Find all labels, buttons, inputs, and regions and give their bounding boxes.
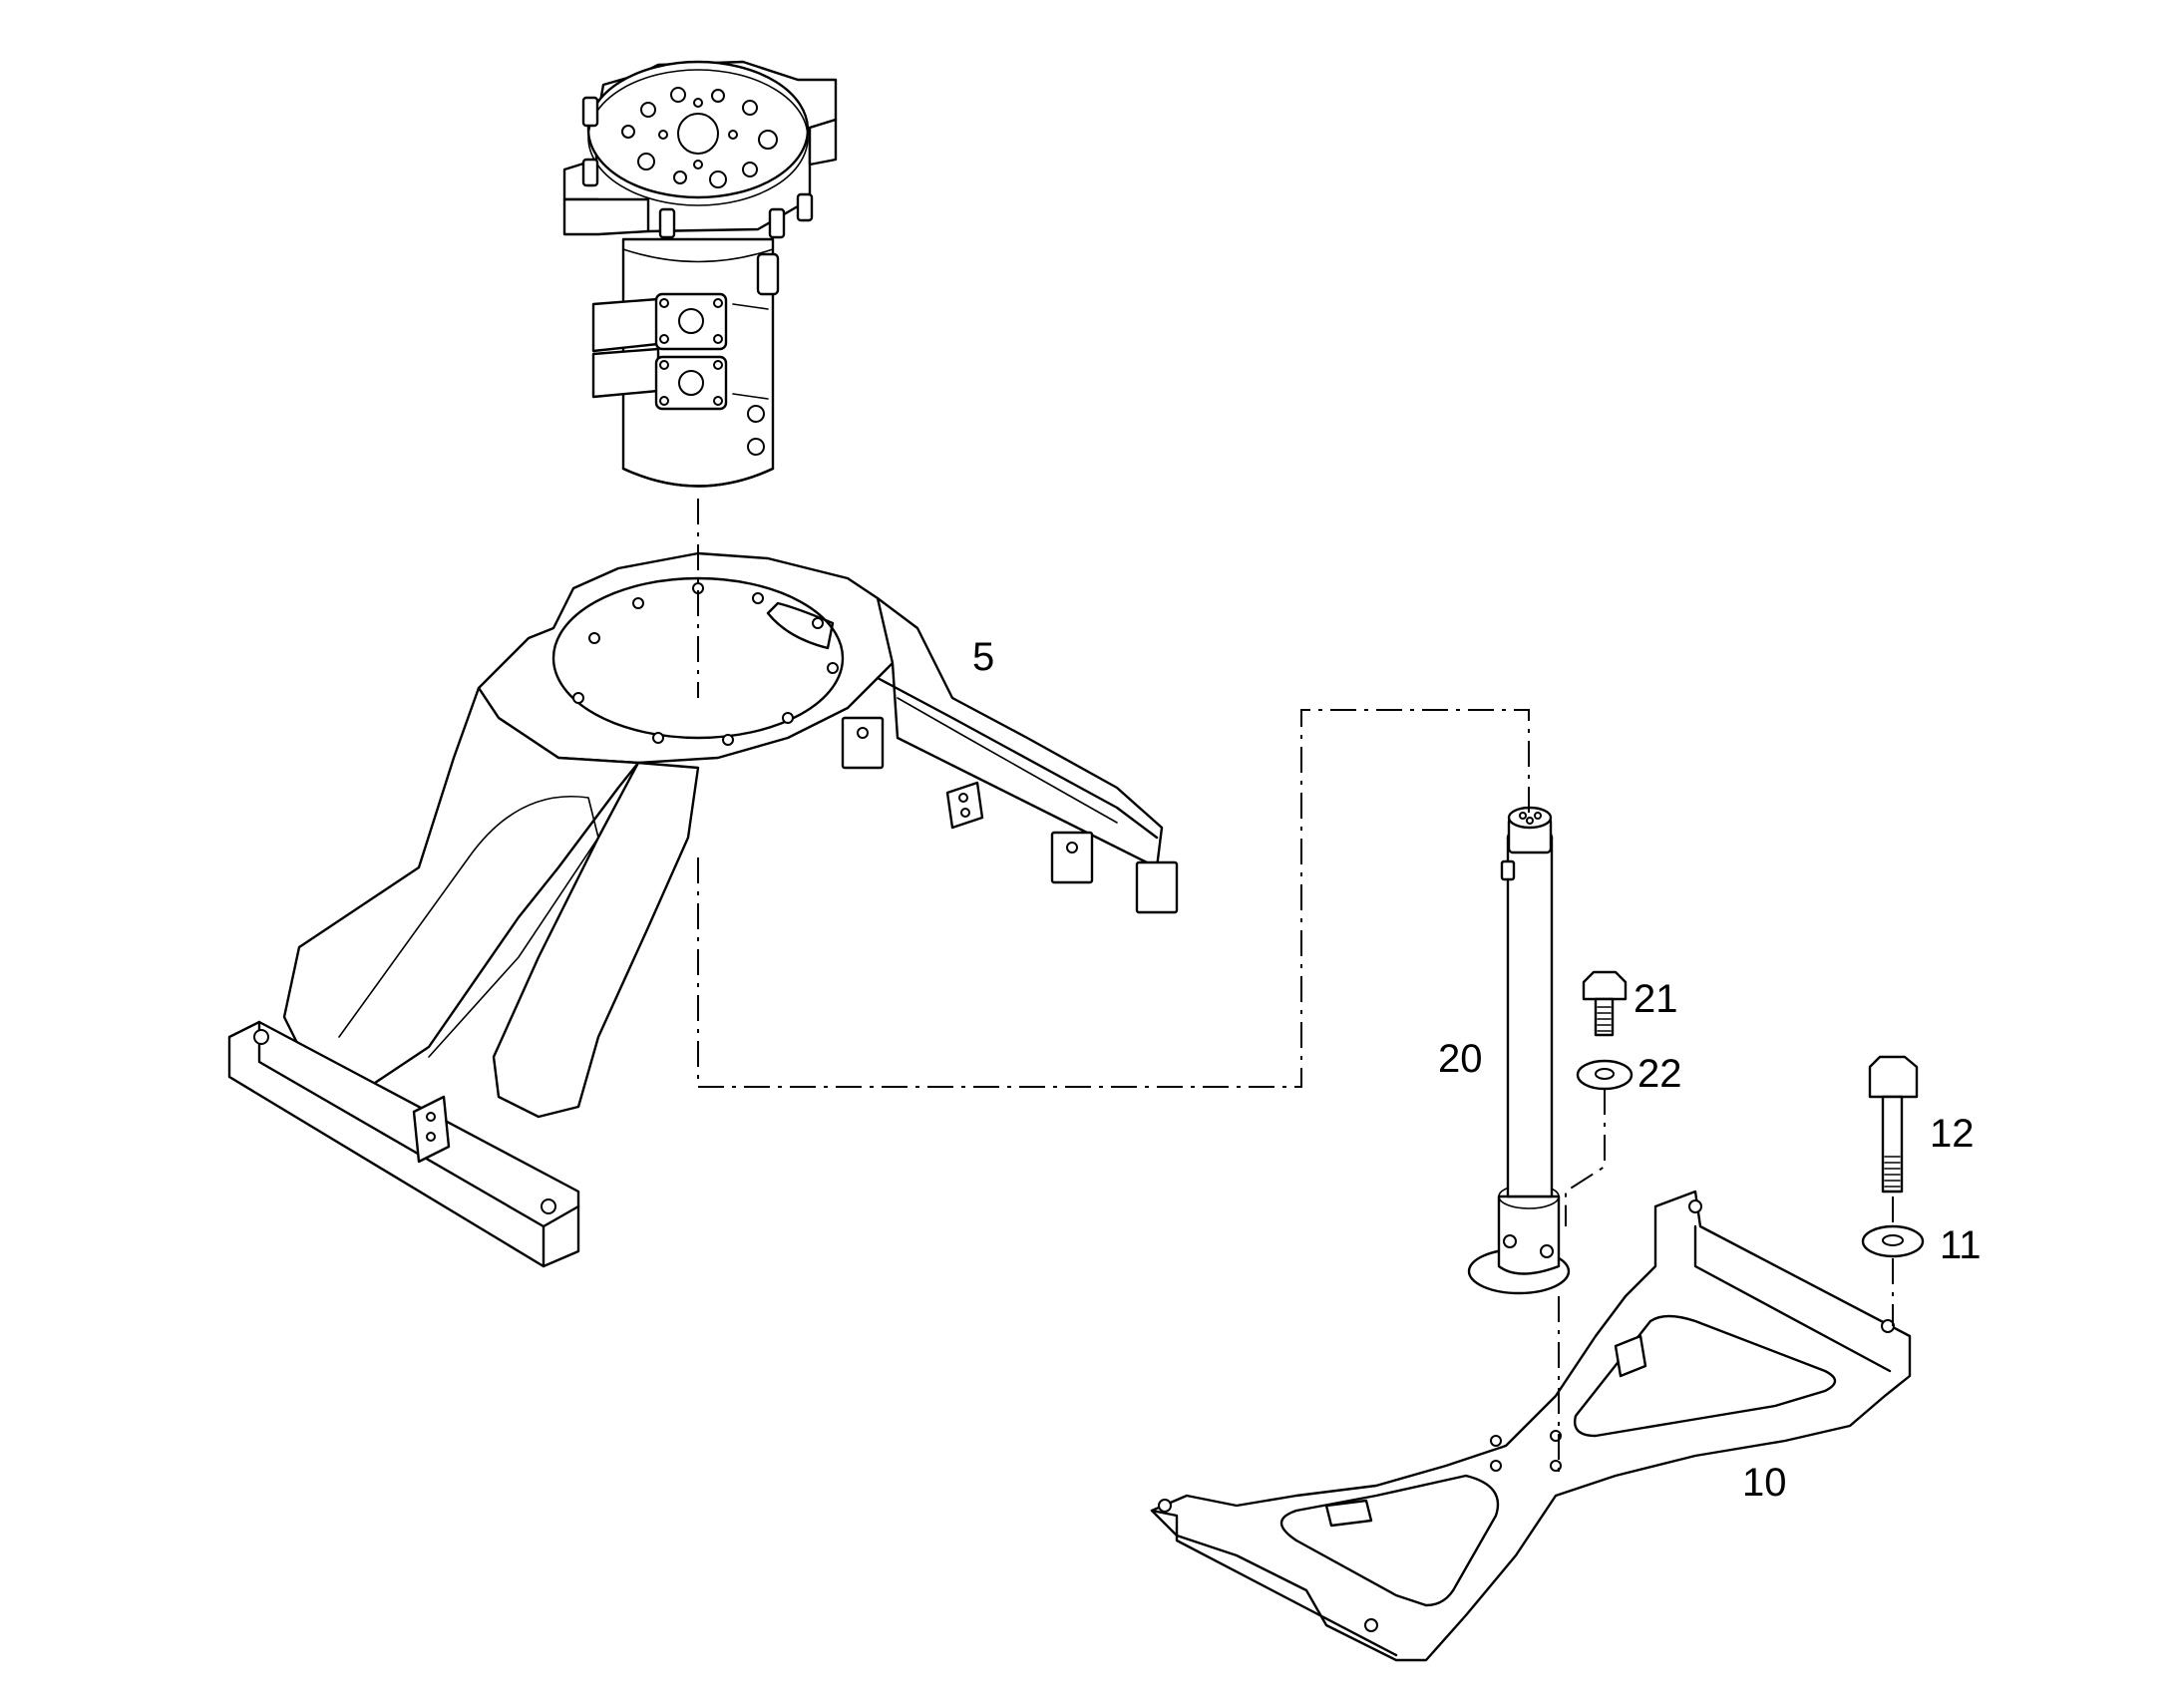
washer-part-22 [1576,1059,1634,1091]
callout-part-21: 21 [1634,977,1678,1021]
callout-part-12: 12 [1930,1112,1975,1156]
base-part-10 [1150,1190,1912,1662]
callout-part-10: 10 [1742,1461,1787,1505]
bolt-part-21 [1582,970,1628,1037]
callout-part-20: 20 [1438,1037,1483,1081]
callout-part-22: 22 [1637,1052,1682,1096]
rotary-joint-assembly [562,60,838,488]
bolt-part-12 [1868,1055,1919,1194]
post-part-20 [1467,806,1571,1295]
assembly-lines [697,499,1894,1476]
frame-part-5 [227,551,1179,1268]
callout-part-5: 5 [972,635,994,679]
washer-part-11 [1861,1224,1925,1258]
callout-part-11: 11 [1940,1223,1982,1267]
